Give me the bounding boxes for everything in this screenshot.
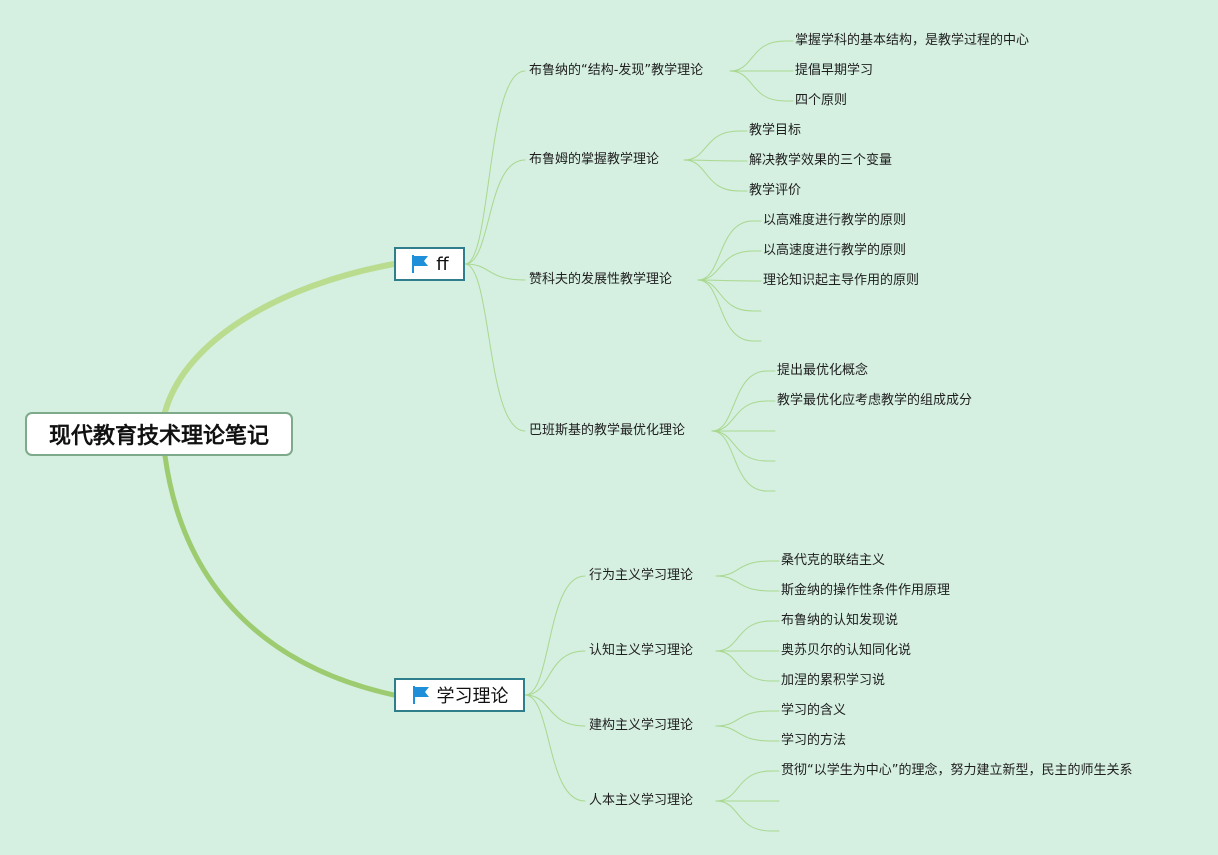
leaf-node[interactable]: 提倡早期学习 (795, 63, 874, 78)
leaf-connector (697, 250, 754, 281)
leaf-connector (711, 430, 768, 492)
branch-bruner-theory[interactable]: 布鲁纳的“结构-发现”教学理论 (529, 63, 704, 78)
leaf-connector (697, 220, 754, 281)
branch-constructivism[interactable]: 建构主义学习理论 (589, 718, 694, 733)
root-node[interactable]: 现代教育技术理论笔记 (25, 412, 293, 456)
leaf-connector (711, 400, 768, 432)
leaf-node[interactable]: 四个原则 (795, 93, 848, 108)
leaf-node[interactable]: 教学目标 (749, 123, 802, 138)
leaf-node[interactable]: 学习的含义 (781, 703, 847, 718)
leaf-connector (711, 430, 768, 462)
leaf-node[interactable]: 以高难度进行教学的原则 (763, 213, 907, 228)
root-connector-bottom (162, 453, 397, 698)
leaf-connector (697, 279, 754, 312)
topic-branch-connector (464, 159, 526, 265)
leaf-connector (715, 800, 772, 832)
leaf-connector (683, 130, 740, 161)
topic-node-learning-theory[interactable]: 学习理论 (394, 678, 525, 712)
topic-branch-connector (524, 694, 586, 802)
root-connector-top (162, 261, 397, 415)
leaf-connector (715, 620, 772, 652)
topic-branch-connector (524, 694, 586, 727)
root-label: 现代教育技术理论笔记 (48, 424, 269, 449)
blue-flag-icon (412, 255, 429, 273)
topic-branch-connector (464, 263, 526, 432)
leaf-node[interactable]: 教学最优化应考虑教学的组成成分 (777, 393, 973, 408)
leaf-connector (683, 159, 740, 192)
leaf-node[interactable]: 贯彻“以学生为中心”的理念，努力建立新型，民主的师生关系 (781, 763, 1133, 778)
leaf-connector (729, 70, 786, 102)
leaf-node[interactable]: 桑代克的联结主义 (781, 553, 886, 568)
topic-label: ff (436, 253, 449, 275)
leaf-connector (715, 770, 772, 802)
topic-branch-connector (464, 70, 526, 265)
branch-humanism[interactable]: 人本主义学习理论 (589, 793, 694, 808)
leaf-connector (697, 279, 754, 342)
leaf-connector (729, 40, 786, 72)
leaf-node[interactable]: 提出最优化概念 (777, 363, 869, 378)
branch-bloom-theory[interactable]: 布鲁姆的掌握教学理论 (529, 152, 660, 167)
leaf-connector (715, 725, 772, 742)
topic-label: 学习理论 (436, 686, 509, 707)
branch-cognitivism[interactable]: 认知主义学习理论 (589, 643, 694, 658)
leaf-connector (715, 650, 772, 682)
leaf-node[interactable]: 以高速度进行教学的原则 (763, 243, 907, 258)
topic-branch-connector (524, 650, 586, 696)
leaf-connector (697, 279, 754, 282)
leaf-connector (711, 370, 768, 432)
branch-behaviorism[interactable]: 行为主义学习理论 (589, 568, 694, 583)
leaf-node[interactable]: 斯金纳的操作性条件作用原理 (781, 583, 951, 598)
topic-branch-connector (464, 263, 526, 281)
topic-node-ff[interactable]: ff (394, 247, 465, 281)
leaf-node[interactable]: 解决教学效果的三个变量 (749, 153, 893, 168)
leaf-connector (715, 710, 772, 727)
leaf-node[interactable]: 理论知识起主导作用的原则 (763, 273, 920, 288)
leaf-node[interactable]: 布鲁纳的认知发现说 (781, 613, 899, 628)
leaf-connector (683, 159, 740, 162)
leaf-node[interactable]: 掌握学科的基本结构，是教学过程的中心 (795, 33, 1030, 48)
leaf-node[interactable]: 学习的方法 (781, 733, 847, 748)
leaf-connector (715, 575, 772, 592)
leaf-node[interactable]: 奥苏贝尔的认知同化说 (781, 643, 912, 658)
branch-zankov-theory[interactable]: 赞科夫的发展性教学理论 (529, 272, 673, 287)
leaf-node[interactable]: 加涅的累积学习说 (781, 673, 886, 688)
leaf-node[interactable]: 教学评价 (749, 183, 802, 198)
leaf-connector (715, 560, 772, 577)
topic-branch-connector (524, 575, 586, 696)
branch-babansky-theory[interactable]: 巴班斯基的教学最优化理论 (529, 423, 686, 438)
blue-flag-icon (412, 686, 429, 704)
